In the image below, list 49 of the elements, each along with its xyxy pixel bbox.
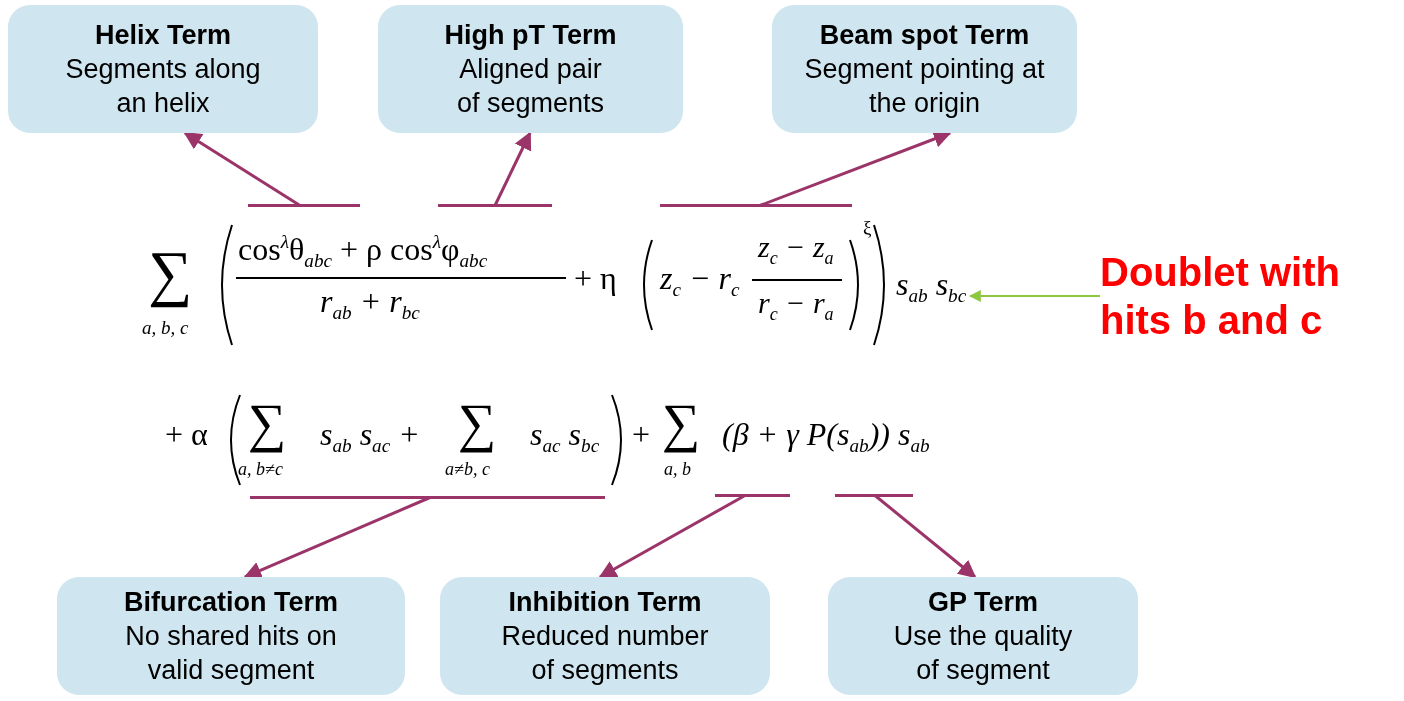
formula-term: + bbox=[632, 418, 651, 450]
formula-term: a, b, c bbox=[142, 318, 189, 337]
term-title: GP Term bbox=[927, 585, 1038, 619]
term-box bbox=[57, 577, 405, 695]
formula-term: r$_{ab}$ + r$_{bc}$ bbox=[320, 285, 420, 323]
formula-term: a, b≠c bbox=[238, 460, 283, 478]
formula-term: cos$^{λ}$θ$_{abc}$ + ρ cos$^{λ}$φ$_{abc}$ bbox=[238, 232, 488, 271]
formula-term: r$_{c}$ − r$_{a}$ bbox=[758, 288, 834, 323]
formula-term: + α bbox=[165, 418, 208, 450]
formula-term: s$_{ab}$ s$_{bc}$ bbox=[896, 268, 967, 306]
formula-term: s$_{ac}$ s$_{bc}$ bbox=[530, 418, 600, 456]
term-box bbox=[828, 577, 1138, 695]
arrow bbox=[598, 494, 746, 579]
underline-bar bbox=[660, 204, 852, 207]
formula-term: ξ bbox=[863, 218, 872, 237]
term-description: Aligned pair of segments bbox=[455, 52, 606, 120]
term-description: Use the quality of segment bbox=[892, 619, 1074, 687]
underline-bar bbox=[248, 204, 360, 207]
arrow bbox=[183, 131, 301, 207]
formula-term: s$_{ab}$ s$_{ac}$ + bbox=[320, 418, 420, 456]
term-title: Bifurcation Term bbox=[124, 585, 338, 619]
underline-bar bbox=[438, 204, 552, 207]
term-box bbox=[8, 5, 318, 133]
underline-bar bbox=[250, 496, 605, 499]
term-title: Inhibition Term bbox=[508, 585, 702, 619]
term-description: No shared hits on valid segment bbox=[124, 619, 338, 687]
term-title: Beam spot Term bbox=[819, 18, 1030, 52]
formula-term: + η bbox=[574, 262, 617, 294]
underline-bar bbox=[715, 494, 790, 497]
term-box bbox=[772, 5, 1077, 133]
arrow bbox=[968, 290, 1101, 302]
term-box bbox=[378, 5, 683, 133]
formula-term: a, b bbox=[664, 460, 691, 478]
formula-term: (β + γ P(s$_{ab}$)) s$_{ab}$ bbox=[722, 418, 930, 456]
term-title: Helix Term bbox=[94, 18, 232, 52]
arrow bbox=[243, 496, 431, 579]
arrow bbox=[759, 130, 952, 207]
arrow bbox=[874, 494, 977, 579]
arrow bbox=[493, 131, 532, 207]
underline-bar bbox=[835, 494, 913, 497]
formula-term: a≠b, c bbox=[445, 460, 490, 478]
term-description: Segment pointing at the origin bbox=[803, 52, 1046, 120]
formula-term: z$_{c}$ − z$_{a}$ bbox=[758, 232, 834, 267]
formula-term: z$_{c}$ − r$_{c}$ bbox=[660, 262, 740, 300]
term-description: Segments along an helix bbox=[64, 52, 262, 120]
term-description: Reduced number of segments bbox=[500, 619, 710, 687]
term-title: High pT Term bbox=[444, 18, 617, 52]
term-box bbox=[440, 577, 770, 695]
callout-text: Doublet with hits b and c bbox=[1100, 248, 1400, 344]
